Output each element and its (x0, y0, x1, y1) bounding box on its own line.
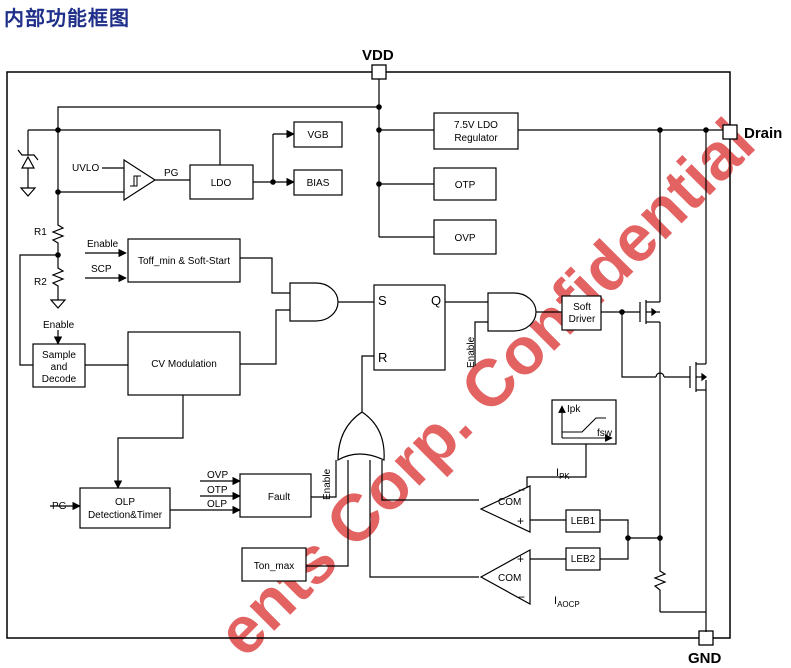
olp-input-label: OLP (207, 499, 227, 510)
pg-olp-label: PG (52, 501, 67, 512)
uvlo-comparator (123, 158, 157, 202)
resistor-r1 (51, 222, 65, 245)
mosfet-2-icon (651, 307, 707, 392)
otp-input-label: OTP (207, 485, 228, 496)
r2-label: R2 (34, 277, 47, 288)
uvlo-label: UVLO (72, 163, 99, 174)
zener-diode-icon (17, 149, 39, 197)
pg-label-top: PG (164, 168, 179, 179)
otp-block-label: OTP (455, 180, 476, 191)
sr-q-label: Q (431, 293, 441, 308)
ovp-block-label: OVP (454, 233, 475, 244)
resistor-r2 (49, 265, 67, 309)
ldo-regulator-label-2: Regulator (454, 133, 498, 144)
com1-plus: + (517, 514, 524, 528)
com1-minus: − (518, 483, 525, 497)
vdd-pin-label: VDD (362, 47, 394, 64)
ton-max-label: Ton_max (254, 561, 295, 572)
mosfet-1-icon (639, 300, 661, 324)
ipk-label: IPK (556, 467, 570, 481)
and-gate-2 (487, 292, 537, 332)
enable-toff-label: Enable (87, 239, 119, 250)
com1-comparator (479, 485, 531, 533)
diagram-title: 内部功能框图 (4, 6, 130, 30)
sample-label-1: Sample (42, 350, 76, 361)
com2-label: COM (498, 573, 521, 584)
ipk-label-sub: PK (559, 472, 570, 481)
vgb-label: VGB (307, 130, 328, 141)
leb2-label: LEB2 (571, 554, 596, 565)
graph-ipk-label: Ipk (567, 404, 581, 415)
drain-pin-label: Drain (744, 125, 782, 142)
or-gate (337, 411, 385, 462)
ldo-regulator-label-1: 7.5V LDO (454, 120, 498, 131)
soft-driver-label-2: Driver (569, 314, 596, 325)
enable-or-label: Enable (322, 468, 333, 500)
olp-label-1: OLP (115, 497, 135, 508)
sample-label-3: Decode (42, 374, 77, 385)
ipk-fsw-graph-icon (558, 405, 613, 442)
com2-comparator (479, 548, 531, 606)
iaocp-label-sub: AOCP (557, 600, 580, 609)
ipk-label-main: I (556, 467, 559, 479)
bias-label: BIAS (307, 178, 330, 189)
com1-label: COM (498, 497, 521, 508)
gnd-pin-label: GND (688, 650, 722, 667)
vdd-pin (371, 64, 387, 80)
blocks (32, 112, 617, 582)
cv-modulation-label: CV Modulation (151, 359, 217, 370)
iaocp-label: IAOCP (554, 595, 580, 609)
sr-r-label: R (378, 350, 387, 365)
com2-minus: − (518, 590, 525, 604)
junction-dots (55, 104, 709, 541)
gnd-pin (698, 630, 714, 646)
sample-label-2: and (51, 362, 68, 373)
ovp-input-label: OVP (207, 470, 228, 481)
fault-label: Fault (268, 492, 290, 503)
leb1-label: LEB1 (571, 516, 596, 527)
r1-label: R1 (34, 227, 47, 238)
and-gate-1 (289, 282, 339, 322)
olp-label-2: Detection&Timer (88, 510, 163, 521)
drain-pin (722, 124, 738, 140)
com2-plus: + (517, 552, 524, 566)
chip-boundary (6, 71, 731, 639)
enable-sample-label: Enable (43, 320, 75, 331)
sense-resistor (653, 568, 667, 593)
iaocp-label-main: I (554, 595, 557, 607)
scp-label: SCP (91, 264, 112, 275)
soft-driver-label-1: Soft (573, 302, 591, 313)
toff-block-label: Toff_min & Soft-Start (138, 256, 230, 267)
ldo-label: LDO (211, 178, 232, 189)
graph-fsw-label: fsw (597, 428, 613, 439)
enable-and2-label: Enable (466, 336, 477, 368)
sr-s-label: S (378, 293, 387, 308)
